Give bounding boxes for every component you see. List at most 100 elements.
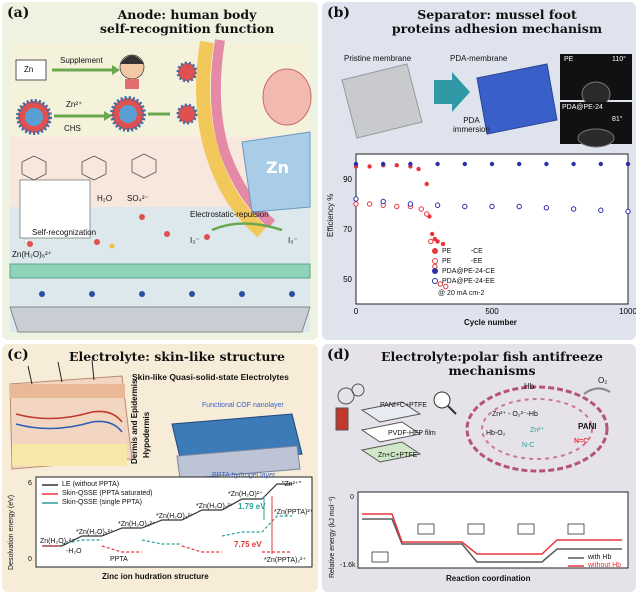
epidermis-layer: [10, 384, 125, 398]
dermis-label: Dermis and Epidermis: [130, 379, 139, 464]
hb-label: Hb: [524, 382, 535, 391]
zn-box-label: Zn: [24, 65, 34, 74]
supplement-label: Supplement: [60, 56, 103, 65]
energy-xlabel: Zinc ion hudration structure: [102, 572, 209, 581]
chart-annotation: @ 20 mA cm-2: [438, 290, 485, 297]
chart-point-series-2: [598, 161, 603, 167]
chart-point-series-1: [366, 201, 373, 207]
hypodermis-label: Hypodermis: [142, 411, 151, 458]
zn-ions: [39, 291, 295, 297]
chart-point-series-3: [570, 206, 577, 212]
water-molecules: [24, 214, 210, 249]
state-label-8: *Zn(PPTA)₂²⁺: [264, 557, 307, 564]
chart-xlabel: Cycle number: [464, 318, 517, 327]
chart-point-series-2: [544, 161, 549, 167]
ppta-layer-label: PPTA hydrogel layer: [212, 472, 276, 479]
blood-vessel-red: [15, 410, 123, 423]
o2-label: O₂: [598, 376, 608, 385]
cof-label: Functional COF nanolayer: [202, 402, 284, 409]
legend-marker-icon: [432, 258, 438, 264]
chs-molecule-icon: [21, 153, 157, 181]
pvdf-label: PVDF-HFP film: [388, 430, 436, 437]
pda-immersion-line1: PDA: [463, 116, 480, 125]
panel-c-illustration: [9, 359, 313, 568]
chart-frame: [355, 153, 629, 305]
hair-icons: [27, 359, 95, 385]
ppta-hydrogel-layer: [176, 445, 301, 480]
panel-a-tag: (a): [7, 5, 30, 21]
chs-structure-box: [19, 179, 91, 239]
chart-point-series-0: [424, 181, 429, 187]
chart-point-series-2: [571, 161, 576, 167]
state-label-7: *Zn(PPTA)²⁺: [274, 509, 314, 516]
chart-point-series-0: [416, 166, 421, 172]
n-eq-c-label: N=C: [574, 438, 589, 445]
panel-d-title: Electrolyte:polar fish antifreeze mechan…: [352, 350, 632, 378]
legend-without-hb: without Hb: [588, 562, 622, 569]
chart-point-series-2: [408, 161, 413, 167]
chart-ylabel: Efficiency %: [326, 193, 335, 237]
chart-point-series-2: [462, 161, 467, 167]
state-label-6: "Zn²⁺": [282, 481, 302, 488]
blood-vessel-blue: [15, 420, 123, 433]
self-recognization-label: Self-recognization: [32, 228, 97, 237]
pristine-label: Pristine membrane: [344, 54, 412, 63]
legend-le: LE (without PPTA): [62, 481, 120, 488]
chart-xtick-label: 500: [485, 307, 499, 316]
i3-left-label: I₃⁻: [190, 236, 200, 245]
chart-point-series-1: [428, 238, 434, 245]
chart-point-series-3: [353, 196, 359, 202]
chart-legend-entry: PE -EE: [432, 256, 495, 266]
chart-point-series-1: [418, 206, 424, 212]
zn-ptfe-label: Zn+C+PTFE: [378, 452, 418, 459]
chart-point-series-0: [435, 239, 440, 244]
chs-particle-1: [16, 99, 52, 135]
chart-xtick-label: 0: [354, 307, 359, 316]
chs-label: CHS: [64, 124, 81, 133]
chart-point-series-2: [517, 161, 522, 167]
chart-point-series-1: [443, 283, 449, 290]
state-label-3: *Zn(H₂O)₃²⁺: [156, 513, 194, 520]
repulsion-arrow: [211, 222, 283, 232]
skin-heading: Skin-like Quasi-solid-state Electrolytes: [132, 372, 289, 382]
chart-point-series-3: [407, 201, 414, 207]
panel-d-illustration: [335, 383, 629, 569]
pe-label: PE: [564, 56, 574, 63]
energy-ylabel: Desolvation energy (eV): [8, 494, 15, 570]
chart-point-series-3: [598, 207, 604, 213]
pda-pe-angle: 81°: [612, 116, 623, 123]
zn-substrate: [9, 306, 311, 333]
chs-particle-3: [176, 61, 198, 83]
chart-point-series-1: [394, 203, 400, 210]
chart-point-series-0: [367, 164, 372, 169]
state-label-1: *Zn(H₂O)₅²⁺: [76, 529, 114, 536]
zn-layer: [360, 441, 422, 463]
panel-b-title-line2: proteins adhesion mechanism: [391, 21, 603, 36]
energy-value-2: 7.75 eV: [234, 540, 262, 549]
chart-legend-label: PE -CE: [442, 247, 483, 255]
chart-point-series-3: [434, 202, 441, 208]
chart-point-series-2: [625, 161, 631, 167]
state-label-4: *Zn(H₂O)₂²⁺: [196, 503, 234, 510]
panel-c: (c) Electrolyte: skin-like structure Ski…: [2, 344, 318, 592]
panel-a-illustration: [9, 39, 312, 333]
chart-point-series-0: [440, 241, 446, 247]
chart-point-series-3: [625, 208, 631, 215]
chs-particle-4: [176, 103, 198, 125]
hemoglobin-inner: [481, 398, 593, 460]
panel-d-title-line1: Electrolyte:polar fish antifreeze: [381, 349, 603, 364]
energy-d-frame: [357, 491, 629, 569]
chart-ytick-label: 70: [343, 225, 352, 234]
energy-d-ylabel: Relative energy (kJ mol⁻¹): [329, 496, 336, 579]
intestine-icon: [262, 68, 312, 126]
panel-a-title: Anode: human body self-recognition funct…: [62, 8, 312, 36]
pda-membrane-label: PDA-membrane: [450, 54, 508, 63]
chart-ytick-label: 50: [343, 275, 352, 284]
hemoglobin-protein: [465, 385, 609, 473]
state-label-0: Zn(H₂O)₆²⁺: [40, 538, 75, 545]
zn2-label: Zn²⁺: [530, 427, 545, 434]
electrostatic-label: Electrostatic-repulsion: [190, 210, 269, 219]
complex-icons: [371, 523, 585, 563]
